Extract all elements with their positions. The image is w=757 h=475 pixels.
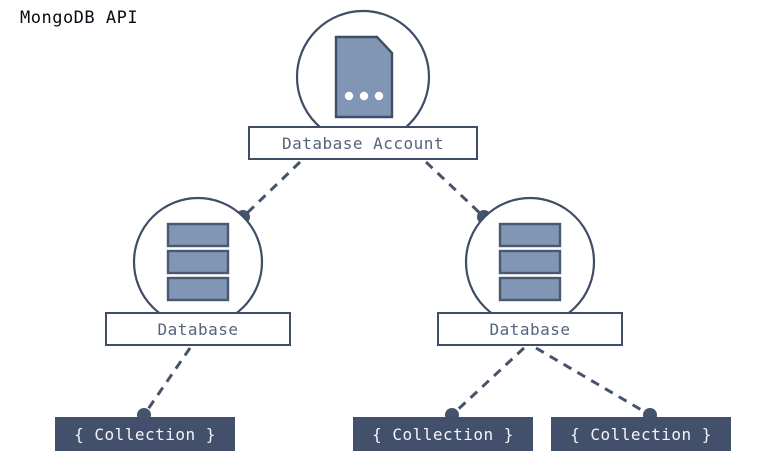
collection-box-3[interactable]: { Collection }: [551, 417, 731, 451]
database-right-node[interactable]: [464, 196, 596, 328]
edge-db-right-to-collection-2: [445, 346, 526, 422]
document-icon: [334, 35, 394, 119]
collection-box-1[interactable]: { Collection }: [55, 417, 235, 451]
database-stack-icon: [498, 222, 562, 302]
edge-account-to-db-right: [424, 160, 491, 224]
database-stack-icon: [166, 222, 230, 302]
edge-account-to-db-left: [236, 160, 302, 224]
database-left-label-box[interactable]: Database: [105, 312, 291, 346]
database-right-label-box[interactable]: Database: [437, 312, 623, 346]
database-left-node[interactable]: [132, 196, 264, 328]
edge-db-left-to-collection-1: [137, 347, 192, 422]
page-title: MongoDB API: [20, 8, 139, 28]
edge-db-right-to-collection-3: [535, 346, 657, 422]
collection-box-2[interactable]: { Collection }: [353, 417, 533, 451]
database-account-node[interactable]: [295, 9, 431, 145]
database-account-label-box[interactable]: Database Account: [248, 126, 478, 160]
